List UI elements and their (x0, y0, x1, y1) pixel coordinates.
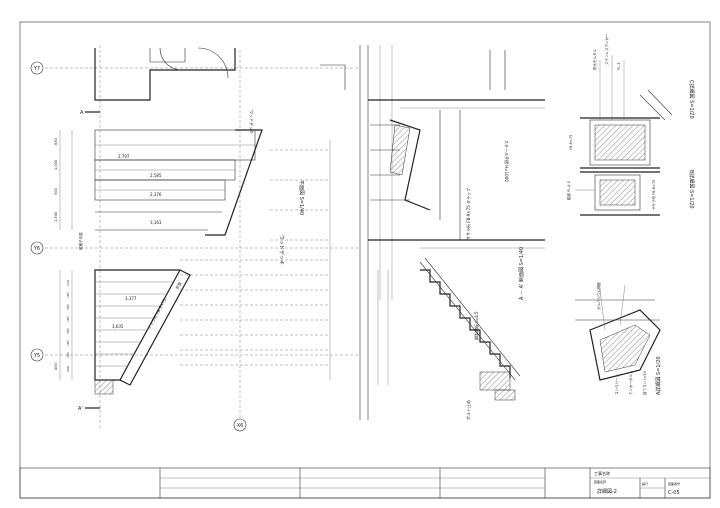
dim-left-1: 830 (54, 138, 58, 145)
stair-note: ササラ桁 FB-9×75 (146, 297, 168, 331)
plan-level-2: 2,585 (150, 173, 162, 178)
section-marker-top: A (80, 110, 84, 116)
upper-stair: 2,797 2,585 2,376 3,163 (94, 129, 263, 236)
detail-a-note-2: コンクリート (614, 374, 619, 395)
section-view: スチール手摺 H=1000 A － A' 断面図 S=1/40 ササラ桁 FB-… (320, 45, 545, 420)
detail-c-note-3: PL-3 (617, 63, 621, 71)
detail-c-note-1: 防水モルタル (592, 49, 597, 70)
stair-dim-6: 185 (66, 340, 70, 346)
section-note-top: スチール手摺 H=1000 (504, 140, 510, 182)
title-drawing-name: 詳細図-2 (597, 488, 617, 495)
stair-dim-4: 185 (66, 316, 70, 322)
grid-bubble-y6: Y6 (30, 241, 44, 255)
section-note-detail: ボルト止め (465, 400, 471, 420)
detail-b-title: B詳細図 S=1/20 (688, 170, 695, 209)
detail-a: ガルバリウム鋼板 コンクリート アンカーボルト 捨てコン t=50 A詳細図 S… (575, 282, 662, 395)
stair-dim-2: 185 (66, 292, 70, 298)
section-marker-bottom: A' (78, 406, 83, 412)
sheet-border (19, 21, 711, 499)
stair-dim-0: 300 (66, 366, 70, 372)
grid-label-x6: X6 (237, 423, 244, 429)
stair-dim-5: 185 (66, 328, 70, 334)
detail-b: 踏板 PL-4.5 ササラ桁 FB-9×75 B詳細図 S=1/20 (566, 170, 695, 216)
plan-level-4: 3,163 (150, 220, 162, 225)
title-block: 工事名称 図面名称 詳細図-2 縮尺 図面番号 C-05 (19, 467, 711, 499)
plan-title: 平面図 S=1/40 (298, 180, 304, 215)
wood-deck-label-2: ウッドデッキ (249, 110, 255, 134)
wood-deck: ウッドデッキ 平面図 S=1/40 ウッドデッキ (180, 110, 331, 380)
detail-a-note-1: ガルバリウム鋼板 (596, 282, 601, 310)
plan-level-1: 2,797 (118, 154, 130, 159)
grid-bubble-x6: X6 (233, 418, 247, 432)
stair-dim-7: 185 (66, 352, 70, 358)
lower-stair: 3,377 3,635 ササラ桁 FB-9×75 手摺 (94, 269, 191, 395)
handrail-label: 手摺 (174, 281, 183, 291)
grid-bubble-y5: Y5 (30, 348, 44, 362)
plan-view: Y7 Y6 Y5 X6 2,797 2,5 (30, 45, 360, 432)
plan-level-6: 3,635 (112, 324, 124, 329)
detail-c-note-2: ステンレスアンカー (604, 33, 609, 65)
grid-bubble-y7: Y7 (30, 61, 44, 75)
stair-dim-1: 150 (66, 280, 70, 286)
detail-b-note-1: 踏板 PL-4.5 (566, 181, 571, 200)
section-marker-a: A (80, 110, 100, 116)
dim-left-4: 1,500 (54, 212, 58, 222)
plan-level-3: 2,376 (150, 192, 162, 197)
title-company: 工事名称 (594, 470, 610, 476)
grid-label-y6: Y6 (33, 246, 40, 252)
detail-c-title: C詳細図 S=1/20 (688, 80, 695, 119)
flat-bar-label: 縦格子手摺 (78, 232, 83, 250)
dim-left-3: 500 (54, 188, 58, 195)
plan-level-5: 3,377 (125, 296, 137, 301)
plan-dimensions: 830 1,000 500 1,500 400 150 185 185 185 … (54, 130, 83, 380)
detail-a-note-3: アンカーボルト (628, 371, 633, 395)
detail-a-note-4: 捨てコン t=50 (642, 371, 647, 395)
stair-dim-3: 185 (66, 304, 70, 310)
title-scale-label: 縮尺 (642, 481, 648, 486)
detail-b-note-2: ササラ桁 FB-9×75 (651, 180, 656, 210)
detail-c-note-4: FB-6×75 (569, 135, 573, 150)
dim-left-5: 400 (54, 363, 58, 370)
grid-label-y7: Y7 (33, 66, 40, 72)
section-note-mid: ササラ桁 FB-9×75 タラップ (465, 188, 471, 240)
detail-a-title: A詳細図 S=1/20 (655, 356, 662, 395)
section-lower-stair (419, 257, 521, 401)
title-sheet-no: C-05 (668, 490, 680, 496)
detail-c: 防水モルタル ステンレスアンカー PL-3 FB-6×75 C詳細図 S=1/2… (569, 33, 695, 169)
section-note-bottom: 鋼製踏板 t=4.5 (473, 311, 479, 340)
grid-label-y5: Y5 (33, 353, 40, 359)
dim-left-2: 1,000 (54, 160, 58, 170)
title-drawing-name-label: 図面名称 (594, 479, 606, 484)
title-sheet-no-label: 図面番号 (668, 481, 680, 486)
section-title: A － A' 断面図 S=1/40 (518, 247, 525, 300)
section-marker-a-prime: A' (78, 406, 100, 412)
wood-deck-label: ウッドデッキ (278, 235, 285, 265)
